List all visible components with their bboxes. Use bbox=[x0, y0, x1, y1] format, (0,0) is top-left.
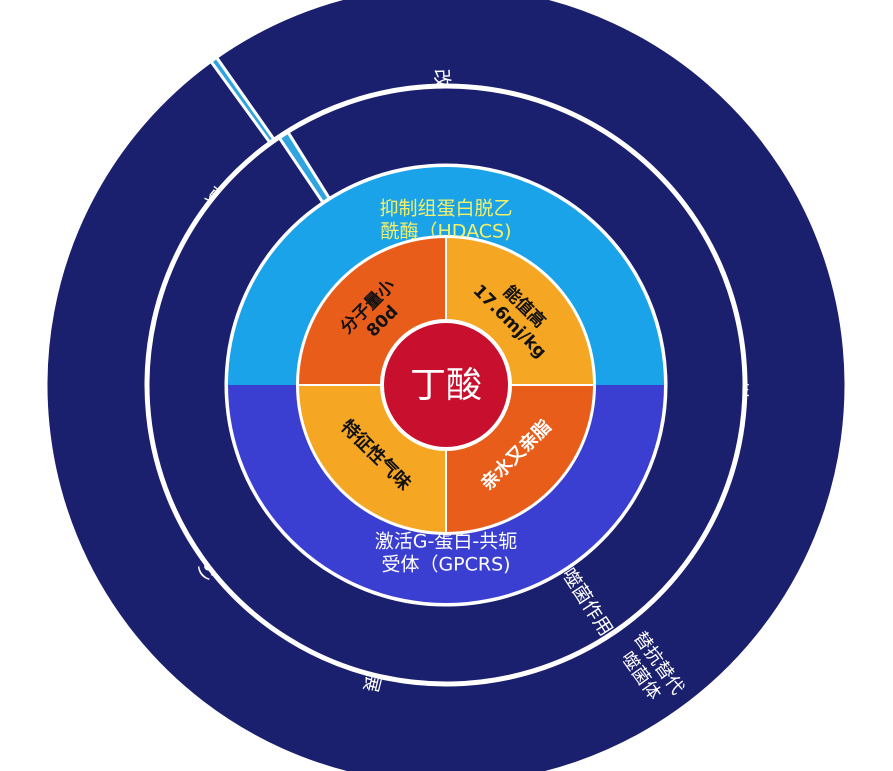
mechanism-hdacs-segment bbox=[228, 167, 664, 385]
function-segment bbox=[146, 85, 746, 685]
effect-segment bbox=[44, 0, 848, 771]
center-label: 丁酸 bbox=[410, 365, 482, 406]
mechanism-hdacs-label: 抑制组蛋白脱乙酰酶（HDACS) bbox=[379, 197, 512, 242]
mechanism-hdacs-label-text: 抑制组蛋白脱乙酰酶（HDACS) bbox=[379, 197, 512, 242]
mechanism-gpcrs-label-text: 激活G-蛋白-共轭受体（GPCRS) bbox=[375, 530, 517, 575]
mechanism-gpcrs-segment bbox=[228, 385, 664, 603]
center-circle bbox=[380, 319, 512, 451]
mechanism-gpcrs-label: 激活G-蛋白-共轭受体（GPCRS) bbox=[375, 530, 517, 575]
